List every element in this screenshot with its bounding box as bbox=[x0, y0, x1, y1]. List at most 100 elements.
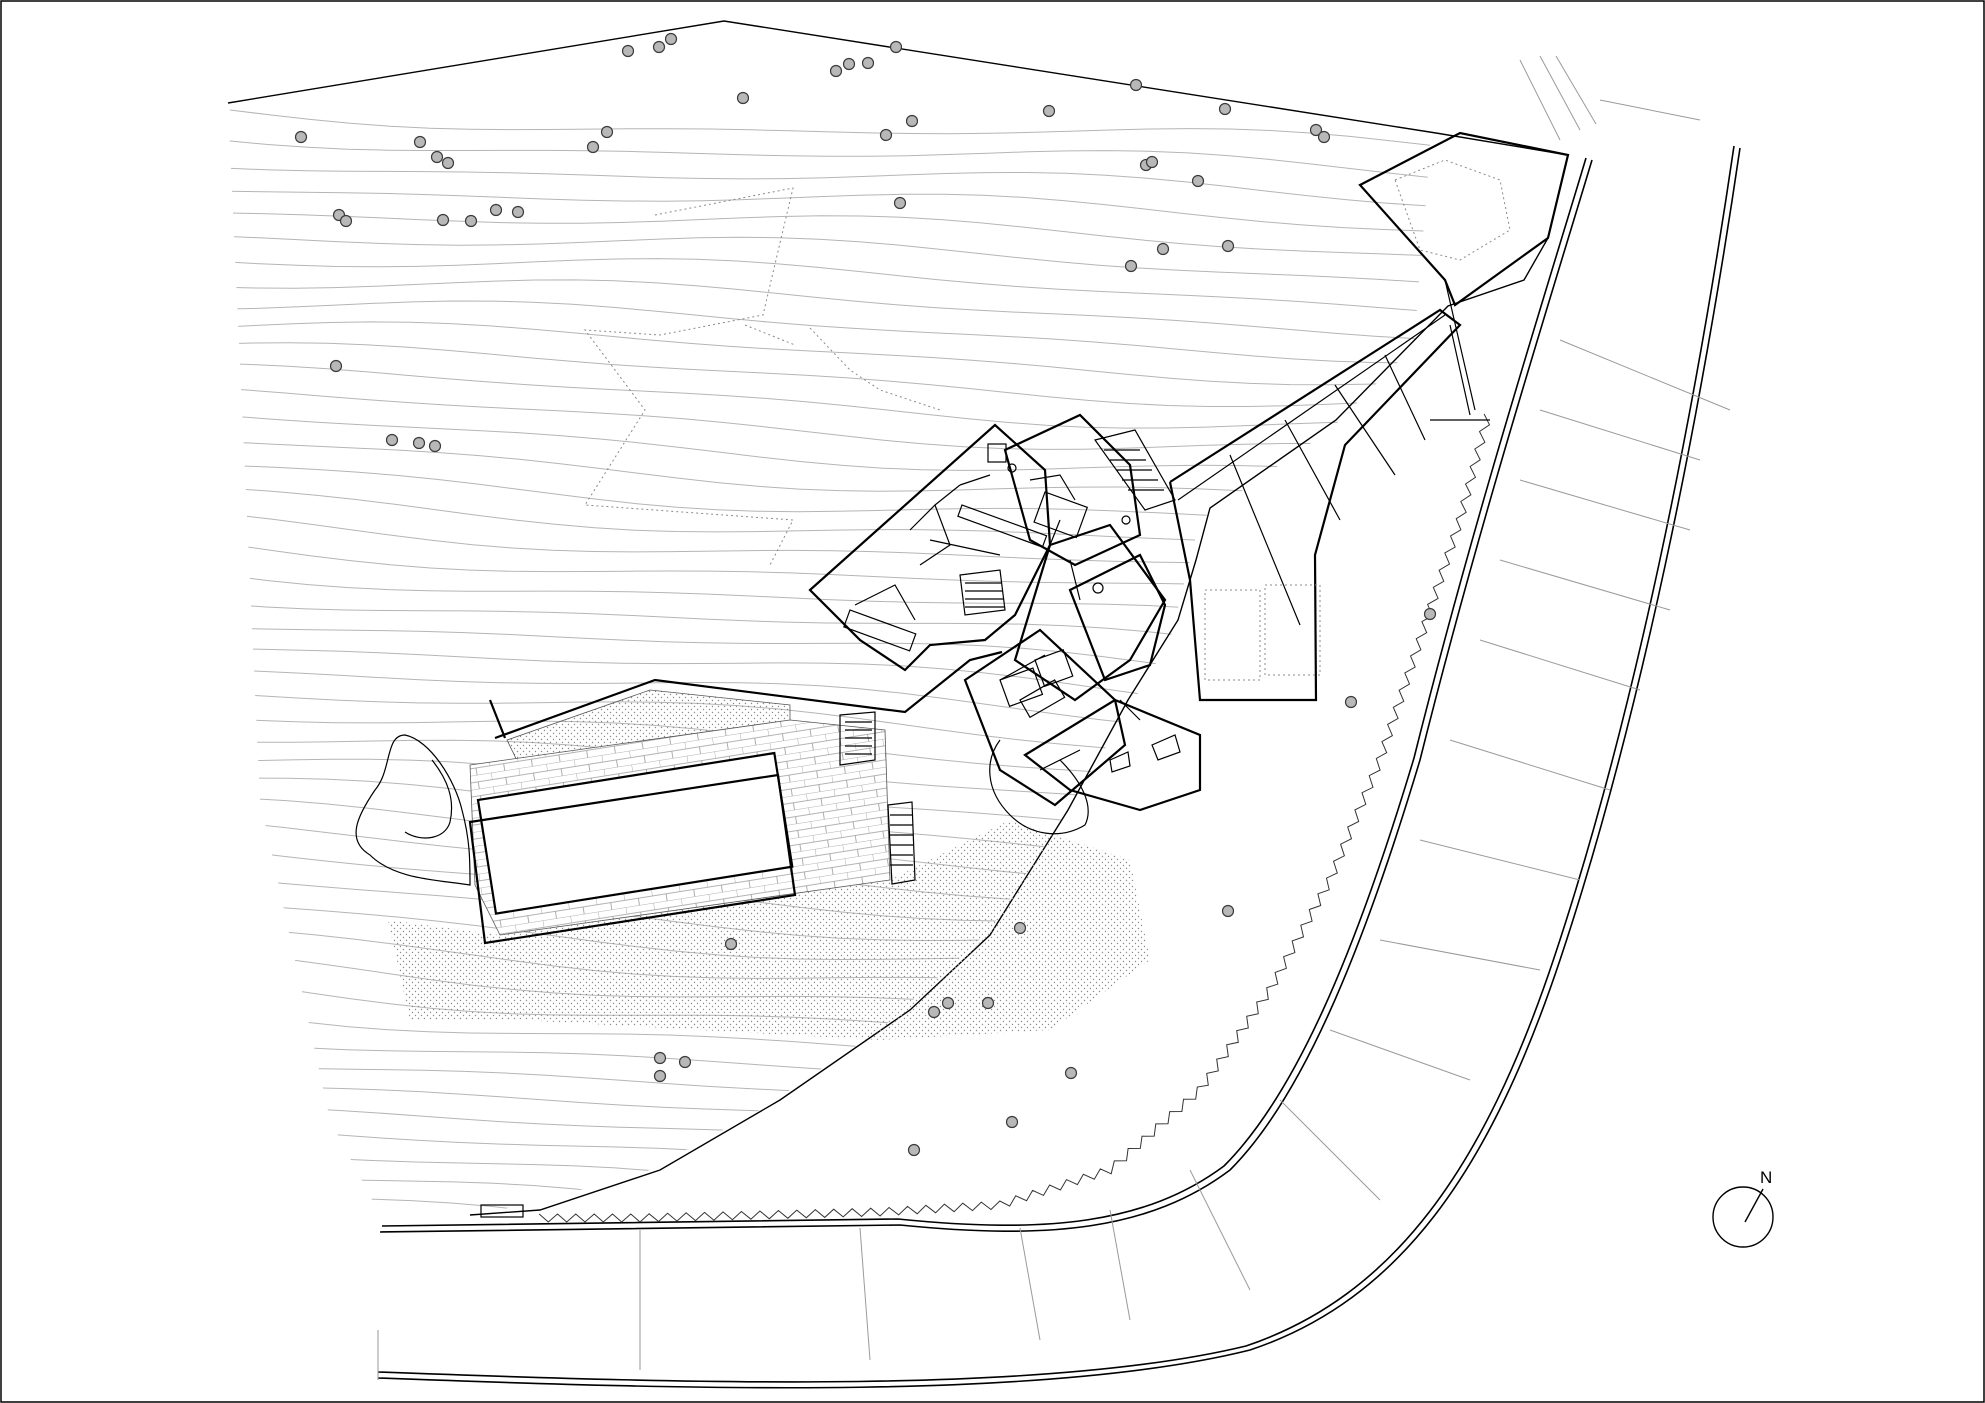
contour-line bbox=[228, 413, 1402, 474]
north-arrow-needle bbox=[1744, 1188, 1764, 1223]
terrace-wall bbox=[488, 650, 1003, 740]
contour-line bbox=[228, 1122, 1338, 1215]
tree-symbol bbox=[385, 433, 399, 447]
pool-edge bbox=[468, 773, 797, 945]
basin bbox=[1109, 751, 1131, 773]
tree-symbol bbox=[1221, 239, 1235, 253]
tree-symbol bbox=[430, 150, 444, 164]
tree-symbol bbox=[412, 436, 426, 450]
contour-line bbox=[228, 1058, 1345, 1149]
parking-bay-2 bbox=[1264, 584, 1321, 676]
tree-symbol bbox=[842, 57, 856, 71]
road bbox=[377, 55, 1741, 1389]
stair-central bbox=[959, 569, 1006, 616]
tree-symbol bbox=[428, 439, 442, 453]
toilet-1 bbox=[1007, 463, 1017, 473]
trees bbox=[294, 32, 1437, 1157]
contour-line bbox=[228, 1029, 1347, 1118]
tree-symbol bbox=[1344, 695, 1358, 709]
tree-symbol bbox=[1221, 904, 1235, 918]
tree-symbol bbox=[1064, 1066, 1078, 1080]
tree-symbol bbox=[441, 156, 455, 170]
tree-symbol bbox=[1191, 174, 1205, 188]
contour-line bbox=[228, 439, 1400, 499]
contour-line bbox=[228, 599, 1387, 664]
contour-line bbox=[228, 140, 1428, 178]
house-bedroom-wing bbox=[1003, 413, 1142, 567]
house-southeast-room bbox=[1023, 698, 1202, 812]
tree-symbol bbox=[861, 56, 875, 70]
north-arrow-circle bbox=[1712, 1186, 1774, 1248]
north-label: N bbox=[1760, 1168, 1772, 1187]
tree-symbol bbox=[413, 135, 427, 149]
tree-symbol bbox=[1129, 78, 1143, 92]
kitchen-counter bbox=[843, 609, 917, 652]
contour-line bbox=[228, 258, 1417, 311]
contour-line bbox=[228, 1192, 1332, 1215]
driveway bbox=[1168, 131, 1570, 702]
tree-symbol bbox=[1013, 921, 1027, 935]
tree-symbol bbox=[294, 130, 308, 144]
tree-symbol bbox=[1309, 123, 1323, 137]
bath-fixture bbox=[987, 443, 1007, 463]
rock-outcrop-2 bbox=[989, 739, 1089, 835]
tree-symbol bbox=[664, 32, 678, 46]
tree-symbol bbox=[1042, 104, 1056, 118]
tree-symbol bbox=[1124, 259, 1138, 273]
retaining-wall-zigzag bbox=[538, 413, 1491, 1223]
interior-partitions bbox=[854, 474, 1141, 771]
toilet-3 bbox=[1092, 582, 1104, 594]
contour-line bbox=[229, 109, 1431, 146]
tree-symbol bbox=[927, 1005, 941, 1019]
tree-symbol bbox=[652, 40, 666, 54]
tree-symbol bbox=[586, 140, 600, 154]
contour-line bbox=[228, 1144, 1336, 1215]
sofa bbox=[1034, 648, 1074, 688]
contour-line bbox=[228, 300, 1413, 364]
bed-south bbox=[999, 667, 1044, 708]
tree-symbol bbox=[941, 996, 955, 1010]
tree-symbol bbox=[464, 214, 478, 228]
house-central-core bbox=[1013, 523, 1167, 702]
tree-symbol bbox=[678, 1055, 692, 1069]
tree-symbol bbox=[1156, 242, 1170, 256]
tree-symbol bbox=[893, 196, 907, 210]
contour-line bbox=[228, 463, 1398, 523]
tree-symbol bbox=[339, 214, 353, 228]
tree-symbol bbox=[981, 996, 995, 1010]
tree-symbol bbox=[1145, 155, 1159, 169]
contour-line bbox=[228, 486, 1395, 545]
tree-symbol bbox=[736, 91, 750, 105]
contour-line bbox=[228, 625, 1384, 692]
tree-symbol bbox=[724, 937, 738, 951]
tree-symbol bbox=[907, 1143, 921, 1157]
tree-symbol bbox=[621, 44, 635, 58]
tree-symbol bbox=[436, 213, 450, 227]
bed-north bbox=[1033, 491, 1089, 539]
contour-line bbox=[228, 279, 1415, 340]
table bbox=[1019, 679, 1066, 719]
contour-line bbox=[228, 342, 1409, 407]
house-east-bedroom bbox=[1068, 553, 1167, 682]
toilet-2 bbox=[1121, 515, 1131, 525]
tree-symbol bbox=[1423, 607, 1437, 621]
lawn-lower bbox=[388, 820, 1150, 1040]
contour-line bbox=[228, 321, 1411, 386]
tree-symbol bbox=[905, 114, 919, 128]
pool-terrace-steps bbox=[839, 711, 916, 885]
tree-symbol bbox=[600, 125, 614, 139]
bathtub bbox=[1151, 734, 1181, 761]
north-arrow: N bbox=[1712, 1168, 1774, 1248]
tree-symbol bbox=[511, 205, 525, 219]
house bbox=[808, 413, 1202, 812]
tree-symbol bbox=[329, 359, 343, 373]
contour-line bbox=[228, 212, 1422, 256]
contour-line bbox=[228, 190, 1424, 232]
contour-line bbox=[228, 1102, 1340, 1199]
desk bbox=[957, 504, 1048, 548]
contour-line bbox=[228, 386, 1404, 450]
tree-symbol bbox=[889, 40, 903, 54]
rock-outcrop bbox=[355, 734, 471, 886]
